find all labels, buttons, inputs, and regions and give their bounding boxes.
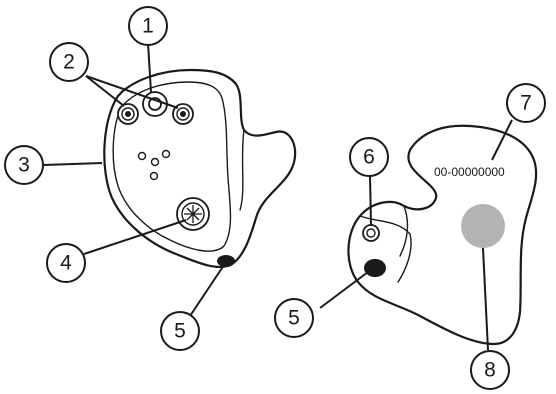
receiver-opening-right: [364, 259, 386, 277]
callout-3: 3: [4, 145, 44, 185]
callout-1: 1: [128, 6, 168, 46]
callout-7-label: 7: [520, 92, 532, 115]
battery-door-icon: [176, 197, 210, 231]
callout-2: 2: [49, 42, 89, 82]
callout-6-label: 6: [363, 146, 375, 169]
callout-8-label: 8: [484, 359, 496, 382]
callout-5-right-label: 5: [288, 307, 300, 330]
right-canal-rim: [359, 215, 412, 283]
program-button: [142, 91, 168, 117]
left-earpiece-body: [103, 68, 297, 269]
callout-4: 4: [46, 243, 86, 283]
callout-2-label: 2: [63, 51, 75, 74]
callout-8: 8: [470, 350, 510, 390]
left-helix-edge: [239, 129, 245, 211]
color-marker: [461, 204, 505, 248]
callout-lines: [43, 42, 513, 351]
callout-5-right: 5: [274, 298, 314, 338]
microphone-port-right: [172, 103, 194, 125]
receiver-opening-left: [217, 255, 235, 267]
callout-7: 7: [506, 83, 546, 123]
serial-number: 00-00000000: [434, 165, 505, 179]
microphone-port-left: [117, 103, 139, 125]
wax-guard: [362, 224, 380, 242]
callout-3-label: 3: [18, 154, 30, 177]
callout-5-left: 5: [160, 311, 200, 351]
callout-6: 6: [349, 137, 389, 177]
right-earpiece: 00-00000000: [347, 124, 538, 346]
indicator-holes: [137, 149, 171, 181]
callout-5-left-label: 5: [174, 320, 186, 343]
callout-1-label: 1: [142, 15, 154, 38]
right-canal-edge: [399, 205, 409, 257]
callout-4-label: 4: [60, 252, 72, 275]
left-faceplate-rim: [112, 81, 232, 252]
